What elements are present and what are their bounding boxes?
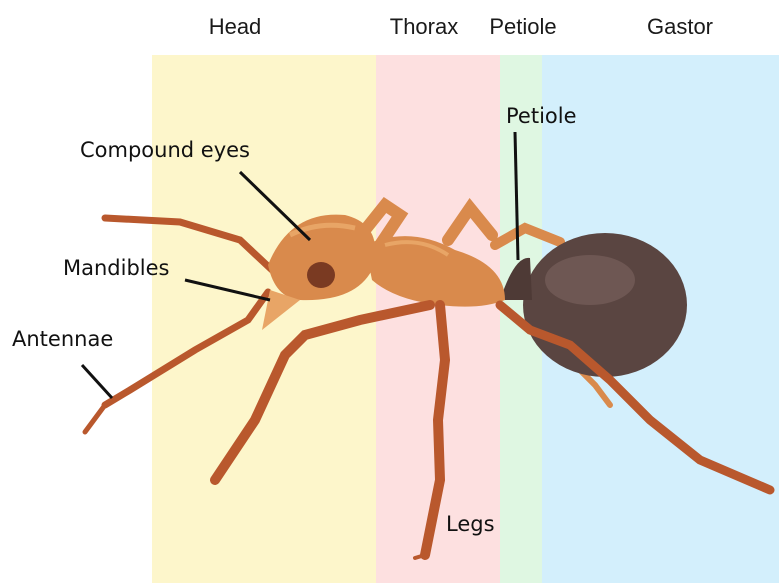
label-mandibles: Mandibles <box>63 256 170 280</box>
label-antennae: Antennae <box>12 327 113 351</box>
petiole-shape <box>500 258 532 300</box>
antennae-shape <box>85 218 272 432</box>
leader-line-mandibles <box>185 280 270 300</box>
label-compound-eyes: Compound eyes <box>80 138 250 162</box>
label-petiole: Petiole <box>506 104 577 128</box>
leader-line-petiole <box>515 132 518 260</box>
leader-line-compound-eyes <box>240 172 310 240</box>
head-shape <box>262 215 375 330</box>
gastor-shape <box>523 233 687 377</box>
compound-eye-shape <box>307 262 335 288</box>
label-legs: Legs <box>446 512 495 536</box>
leader-line-antennae <box>82 365 112 398</box>
thorax-shape <box>365 236 505 307</box>
